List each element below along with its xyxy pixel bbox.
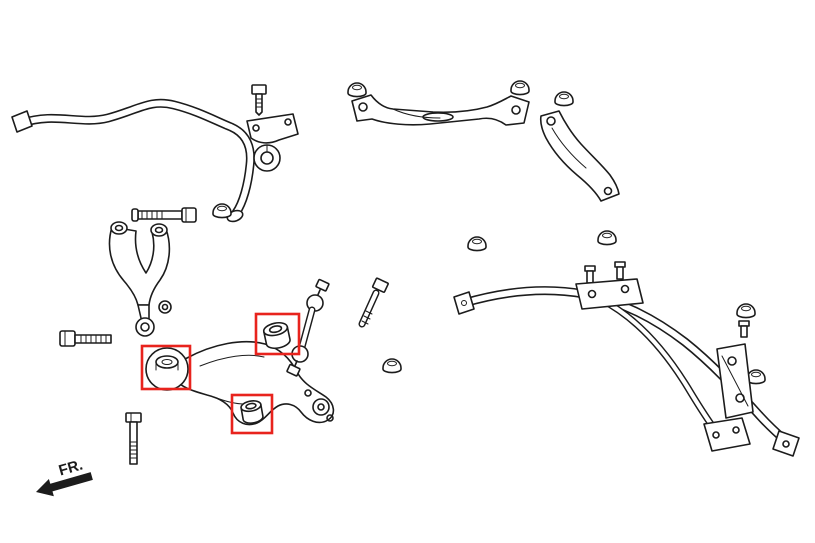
crossmember-left-end xyxy=(453,291,475,315)
lower-arm-large-bushing xyxy=(145,347,189,391)
lower-control-arm xyxy=(172,340,335,426)
cap-nut-icon xyxy=(212,203,232,219)
highlight-box-front-bushing xyxy=(254,312,301,356)
fr-label: FR. xyxy=(57,456,85,479)
crossmember-bottom-flange xyxy=(703,417,751,452)
upper-fork-mount xyxy=(108,221,172,337)
bracket-bolt xyxy=(251,84,267,116)
stabilizer-end-link xyxy=(286,278,330,377)
crossmember-end-flange xyxy=(772,430,800,457)
cap-nut-icon xyxy=(554,91,574,107)
fr-arrow-icon xyxy=(36,472,93,497)
fork-top-bolt xyxy=(131,207,197,223)
cap-nut-icon xyxy=(347,82,367,98)
small-washer xyxy=(158,300,172,314)
front-stabilizer-bar xyxy=(11,98,255,223)
fork-side-bolt xyxy=(59,330,112,347)
ball-joint xyxy=(312,398,330,416)
lower-arm-vertical-bolt xyxy=(125,412,142,465)
stabilizer-bushing-bracket xyxy=(246,113,299,144)
lower-arm-front-bushing xyxy=(262,321,291,350)
fr-direction-arrow: FR. xyxy=(36,456,93,497)
cap-nut-icon xyxy=(597,230,617,246)
cap-nut-icon xyxy=(510,80,530,96)
lower-arm-rear-bushing xyxy=(240,400,264,424)
crossmember-right-bracket xyxy=(716,320,754,419)
crossmember-mid-bracket xyxy=(575,261,644,310)
highlight-box-large-bushing xyxy=(140,344,192,391)
highlight-box-rear-bushing xyxy=(230,393,274,435)
front-upper-brace xyxy=(351,94,530,126)
stabilizer-bushing xyxy=(253,144,281,172)
cap-nut-icon xyxy=(467,236,487,252)
side-brace-strap xyxy=(539,110,620,202)
bar-left-end xyxy=(11,110,33,133)
cap-nut-icon xyxy=(736,303,756,319)
long-diagonal-bolt xyxy=(358,277,389,328)
rear-crossmember xyxy=(453,286,800,457)
dome-nut xyxy=(382,358,402,374)
